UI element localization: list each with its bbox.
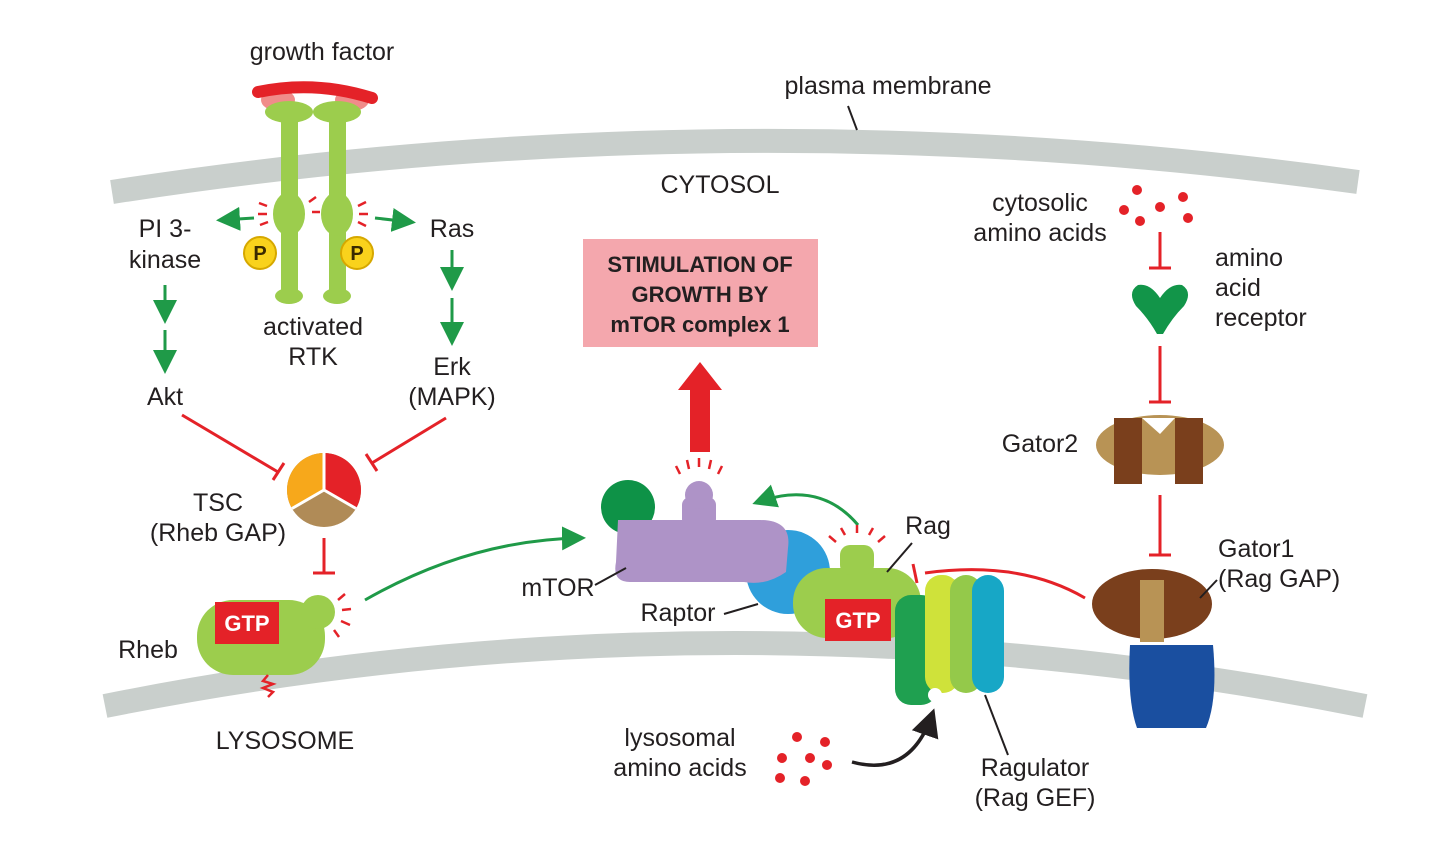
gator1 [1092,569,1215,728]
inhibit-erk-tsc [364,416,447,472]
label-aa-receptor-line2: acid [1215,274,1261,302]
svg-text:GROWTH BY: GROWTH BY [632,282,769,307]
inhibit-gator1-rag [911,563,1086,600]
gator2 [1096,415,1224,484]
svg-text:STIMULATION OF: STIMULATION OF [607,252,792,277]
pointer-mtor [594,567,627,586]
plasma-membrane-pointer [847,105,858,131]
receptor-tyrosine-kinase [258,101,368,304]
label-ragulator-line2: (Rag GEF) [975,784,1096,812]
label-rheb: Rheb [118,636,178,664]
inhibit-gator2-gator1 [1149,495,1171,557]
inhibit-akt-tsc [181,413,286,481]
cytosolic-amino-acid-dots [1119,185,1193,226]
phosphate-right: P [340,236,374,270]
label-aa-receptor-line1: amino [1215,244,1283,272]
label-akt: Akt [147,383,183,411]
arrow-rtk-to-ras [374,208,416,232]
arrow-lysosomal-aa-to-ragulator [851,708,939,767]
label-rag: Rag [905,512,951,540]
amino-acid-receptor [1131,284,1189,334]
label-mtor: mTOR [521,574,594,602]
arrow-rag-to-mtor [752,484,860,526]
label-cytosolic-aa-line1: cytosolic [992,189,1088,217]
label-activated-rtk-line1: activated [263,313,363,341]
svg-text:GTP: GTP [835,608,880,633]
svg-text:GTP: GTP [224,611,269,636]
arrow-rheb-to-mtor [364,526,586,602]
ragulator [895,575,1004,705]
label-tsc-line2: (Rheb GAP) [150,519,286,547]
label-plasma-membrane: plasma membrane [784,72,991,100]
pointer-rag [886,542,913,573]
label-aa-receptor-line3: receptor [1215,304,1307,332]
phosphate-left: P [243,236,277,270]
label-cytosolic-aa-line2: amino acids [973,219,1106,247]
label-lysosome: LYSOSOME [216,727,354,755]
label-lysosomal-aa-line2: amino acids [613,754,746,782]
label-activated-rtk-line2: RTK [288,343,338,371]
lysosomal-amino-acid-dots [775,732,832,786]
stimulation-arrow [678,362,722,452]
label-gator1-line2: (Rag GAP) [1218,565,1340,593]
label-erk-line2: (MAPK) [408,383,496,411]
label-lysosomal-aa-line1: lysosomal [624,724,735,752]
label-ragulator-line1: Ragulator [981,754,1089,782]
growth-factor [252,81,378,111]
label-pi3-kinase-line1: PI 3- [139,215,192,243]
tsc-complex [287,453,361,527]
svg-text:P: P [350,243,363,265]
svg-text:P: P [253,243,266,265]
rag: GTP [793,525,921,641]
label-raptor: Raptor [640,599,715,627]
label-erk-line1: Erk [433,353,471,381]
label-pi3-kinase-line2: kinase [129,246,201,274]
label-gator1-line1: Gator1 [1218,535,1294,563]
arrow-rtk-to-pi3k [216,206,255,231]
stimulation-box: STIMULATION OF GROWTH BY mTOR complex 1 [583,239,818,347]
inhibit-receptor-gator2 [1149,346,1171,404]
svg-text:mTOR complex 1: mTOR complex 1 [610,312,789,337]
pointer-raptor [723,603,759,615]
label-cytosol: CYTOSOL [660,171,779,199]
label-gator2: Gator2 [1002,430,1078,458]
pointer-ragulator [984,694,1009,756]
pointer-gator1 [1199,579,1218,599]
label-ras: Ras [430,215,474,243]
mtor-complex [601,458,830,614]
inhibit-aa-receptor [1149,232,1171,270]
rheb: GTP [197,593,352,698]
label-tsc-line1: TSC [193,489,243,517]
inhibit-tsc-rheb [313,538,335,575]
label-growth-factor: growth factor [250,38,395,66]
